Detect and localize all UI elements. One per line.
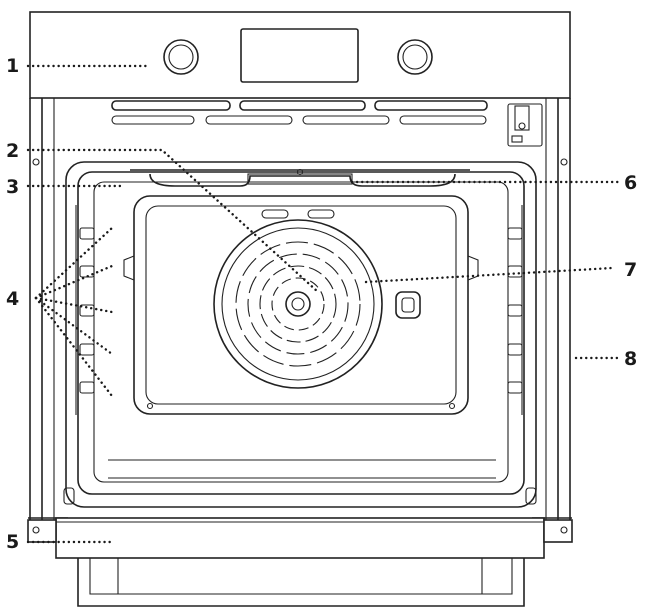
left-knob <box>163 39 199 75</box>
leader-lines <box>26 64 620 544</box>
oven-lamp <box>395 291 421 319</box>
callout-7: 7 <box>624 259 637 281</box>
door-base <box>27 517 573 607</box>
right-knob <box>397 39 433 75</box>
shelf-runners <box>75 205 523 415</box>
top-vents <box>111 100 488 125</box>
callout-2: 2 <box>6 140 19 162</box>
fan <box>213 219 383 389</box>
display-screen <box>240 28 359 83</box>
top-heating-element <box>130 168 470 187</box>
callout-numbers: 1 2 3 4 5 6 7 8 <box>6 55 637 553</box>
callout-1: 1 <box>6 55 19 77</box>
callout-3: 3 <box>6 176 19 198</box>
control-panel <box>29 11 571 99</box>
oven-cavity <box>65 161 537 508</box>
door-hinges <box>63 487 537 505</box>
callout-5: 5 <box>6 531 19 553</box>
callout-6: 6 <box>624 172 637 194</box>
callout-4: 4 <box>6 288 19 310</box>
oven-body <box>29 98 571 530</box>
callout-8: 8 <box>624 348 637 370</box>
door-latch <box>507 103 543 147</box>
back-panel <box>123 195 479 415</box>
